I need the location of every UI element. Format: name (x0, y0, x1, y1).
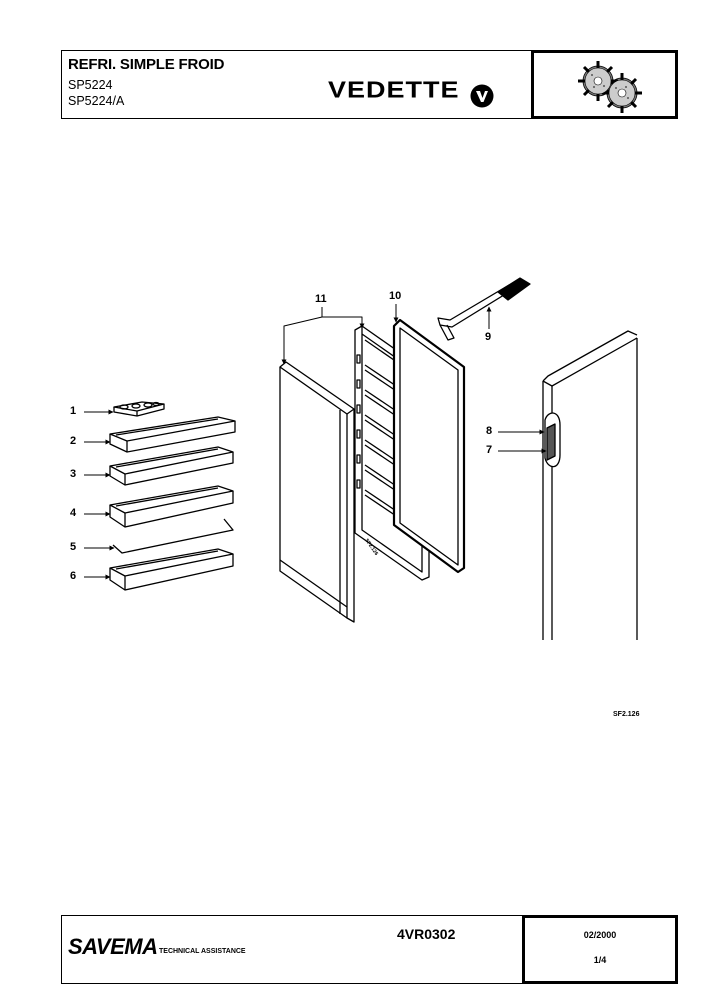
footer-box: SAVEMA TECHNICAL ASSISTANCE 4VR0302 02/2… (61, 914, 678, 984)
cabinet-side-part (542, 330, 638, 640)
door-gasket-part (392, 318, 466, 574)
document-title: REFRI. SIMPLE FROID (68, 56, 225, 73)
callout-8: 8 (486, 425, 493, 437)
callout-9: 9 (485, 331, 492, 343)
leader-lines (84, 304, 547, 580)
door-shelf-4-part (109, 485, 234, 528)
callout-3: 3 (70, 468, 77, 480)
callout-10: 10 (389, 290, 402, 302)
vedette-v-logo-icon (470, 84, 494, 108)
door-shelf-6-part (109, 548, 234, 591)
figure-reference: SF2.126 (613, 711, 640, 718)
callout-4: 4 (70, 507, 77, 519)
outer-door-panel (279, 361, 355, 623)
document-code: 4VR0302 (397, 926, 456, 942)
hinge-tool-part (437, 277, 531, 341)
callout-7: 7 (486, 444, 493, 456)
model-number-2: SP5224/A (68, 94, 125, 108)
page-number: 1/4 (593, 954, 607, 965)
footer-info-box: 02/2000 1/4 (522, 914, 678, 984)
callout-11: 11 (315, 293, 327, 305)
document-date: 02/2000 (583, 929, 617, 940)
footer-subtitle: TECHNICAL ASSISTANCE (159, 948, 246, 955)
callout-1: 1 (70, 405, 77, 417)
gears-icon (578, 60, 642, 113)
header-box: REFRI. SIMPLE FROID SP5224 SP5224/A VEDE… (61, 49, 678, 119)
header-logo-box (531, 49, 678, 119)
model-number-1: SP5224 (68, 78, 113, 92)
door-shelf-3-part (109, 446, 234, 486)
egg-tray-part (113, 401, 165, 417)
callout-6: 6 (70, 570, 77, 582)
callout-2: 2 (70, 435, 77, 447)
callout-5: 5 (70, 541, 77, 553)
brand-name: VEDETTE (328, 77, 460, 103)
footer-brand: SAVEMA (68, 934, 158, 959)
bottle-retainer-part (112, 518, 234, 554)
